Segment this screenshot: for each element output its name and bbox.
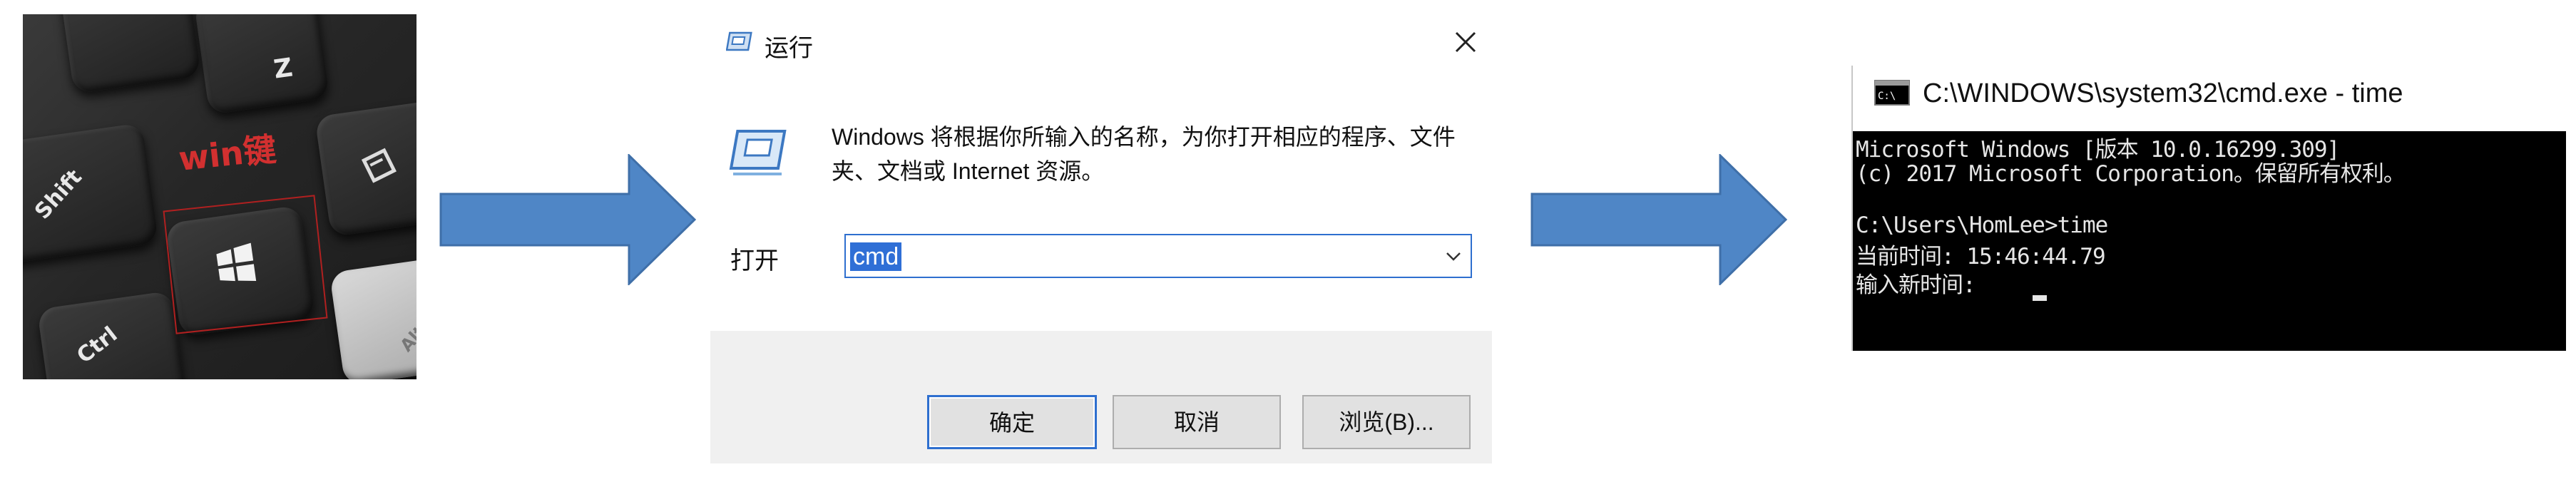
cmd-app-icon: C:\ bbox=[1874, 80, 1910, 106]
svg-text:C:\: C:\ bbox=[1878, 91, 1896, 102]
key-z: Z bbox=[193, 14, 330, 116]
browse-button[interactable]: 浏览(B)... bbox=[1302, 395, 1471, 449]
key-upper-left bbox=[58, 14, 202, 94]
key-z-label: Z bbox=[272, 53, 295, 85]
cmd-window: C:\ C:\WINDOWS\system32\cmd.exe - time M… bbox=[1851, 66, 2566, 351]
console-line: C:\Users\HomLee>time bbox=[1856, 212, 2108, 238]
open-label: 打开 bbox=[730, 247, 779, 275]
run-dialog: 运行 Windows 将根据你所输入的名称，为你打开相应的程序、文件夹、文档或 … bbox=[710, 17, 1492, 463]
run-command-input[interactable]: cmd bbox=[844, 234, 1472, 278]
run-large-icon bbox=[729, 130, 787, 175]
win-key-annotation: win键 bbox=[176, 129, 278, 178]
cancel-button[interactable]: 取消 bbox=[1113, 395, 1281, 449]
window-title: C:\WINDOWS\system32\cmd.exe - time bbox=[1923, 78, 2403, 108]
console-line: 当前时间: 15:46:44.79 bbox=[1856, 244, 2106, 270]
key-right-upper bbox=[315, 98, 416, 237]
console-output[interactable]: Microsoft Windows [版本 10.0.16299.309] (c… bbox=[1853, 131, 2566, 351]
close-icon[interactable] bbox=[1452, 29, 1479, 56]
key-win bbox=[165, 205, 316, 337]
key-glyph-icon bbox=[361, 148, 397, 183]
run-description: Windows 将根据你所输入的名称，为你打开相应的程序、文件夹、文档或 Int… bbox=[832, 124, 1456, 184]
key-ctrl-label: Ctrl bbox=[72, 322, 123, 369]
arrow-right-icon bbox=[439, 154, 696, 285]
win-key-highlight-box bbox=[163, 195, 328, 334]
text-cursor bbox=[2033, 295, 2047, 301]
run-command-value: cmd bbox=[850, 242, 902, 271]
console-line: 输入新时间: bbox=[1856, 272, 1988, 298]
arrow-right-icon bbox=[1530, 154, 1787, 285]
console-line: Microsoft Windows [版本 10.0.16299.309] bbox=[1856, 137, 2340, 163]
keyboard-photo: Z Shift Ctrl Alt win键 bbox=[23, 14, 416, 379]
ok-button[interactable]: 确定 bbox=[927, 395, 1097, 449]
window-title: 运行 bbox=[765, 35, 813, 62]
key-shift-label: Shift bbox=[30, 165, 88, 225]
key-alt-label: Alt bbox=[396, 322, 416, 356]
key-shift: Shift bbox=[23, 123, 159, 270]
windows-logo-icon bbox=[216, 242, 257, 282]
chevron-down-icon[interactable] bbox=[1443, 247, 1463, 267]
key-alt: Alt bbox=[329, 255, 416, 379]
console-line: (c) 2017 Microsoft Corporation。保留所有权利。 bbox=[1856, 161, 2406, 187]
run-app-icon bbox=[726, 31, 752, 51]
key-ctrl: Ctrl bbox=[36, 290, 188, 379]
